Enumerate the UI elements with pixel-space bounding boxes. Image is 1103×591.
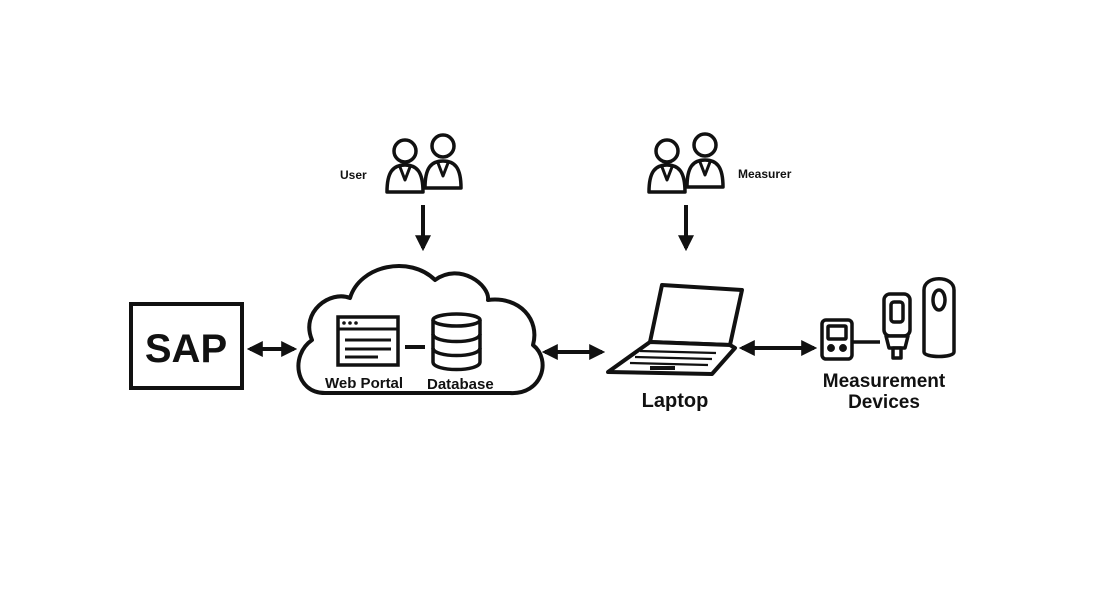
devices-label-line2: Devices <box>848 392 920 413</box>
devices-label-line1: Measurement <box>823 371 946 392</box>
probe-device-icon <box>882 292 912 360</box>
sap-label: SAP <box>145 327 227 371</box>
user-group-icon <box>385 133 463 194</box>
devices-node: Measurement Devices <box>820 277 956 413</box>
cloud-node: Web Portal Database <box>296 264 545 396</box>
sap-node: SAP <box>129 302 244 390</box>
meter-device-icon <box>820 318 854 361</box>
web-portal-icon <box>336 315 400 367</box>
measurer-label: Measurer <box>738 167 792 181</box>
laptop-label: Laptop <box>642 390 709 412</box>
web-portal-label: Web Portal <box>325 375 403 392</box>
user-label: User <box>340 168 367 182</box>
scanner-device-icon <box>922 277 956 359</box>
laptop-icon <box>606 283 744 376</box>
laptop-node: Laptop <box>606 283 744 412</box>
measurer-group-icon <box>647 132 725 194</box>
database-icon <box>431 312 482 372</box>
database-label: Database <box>427 376 494 393</box>
